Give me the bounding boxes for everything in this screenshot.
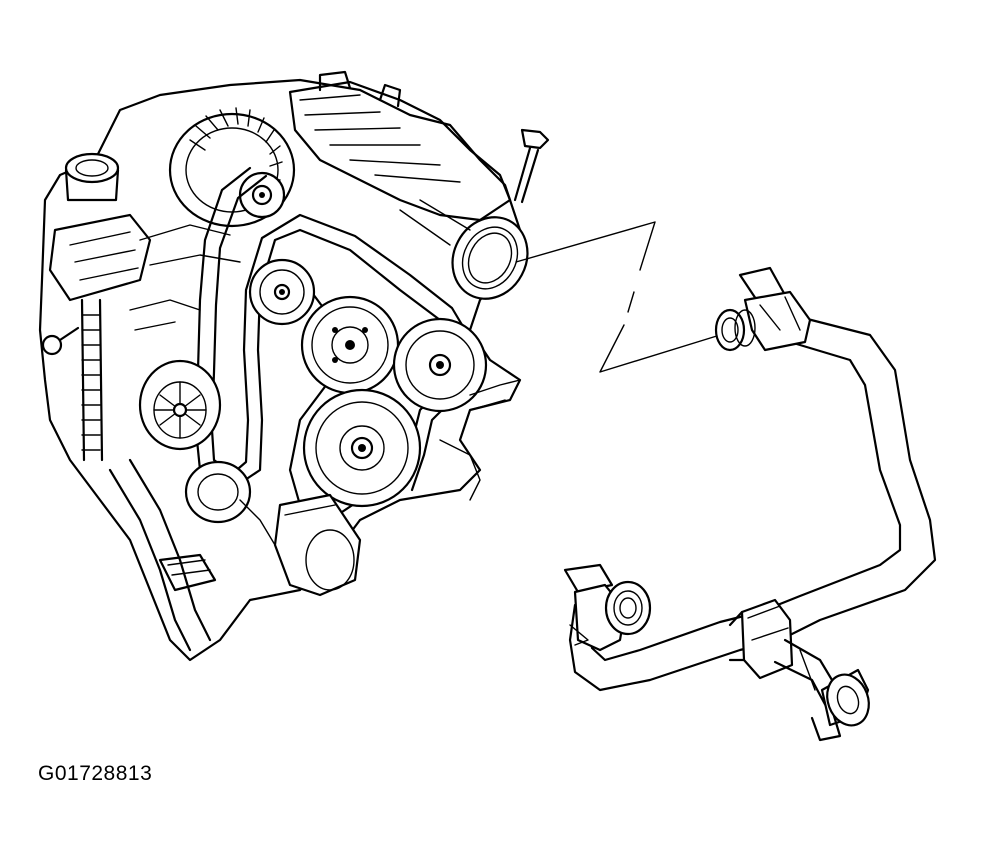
hose-tube-inner — [588, 340, 902, 662]
hose-tube-outer — [568, 310, 937, 692]
leader-line-bottom — [599, 324, 721, 373]
leader-line-top — [515, 221, 656, 271]
engine-assembly — [38, 70, 550, 662]
reservoir-cap — [64, 152, 120, 184]
oil-filter — [273, 493, 362, 597]
leader-line-dash — [627, 291, 635, 313]
crankshaft-pulley — [184, 460, 252, 524]
lift-eye — [41, 334, 63, 356]
callout-leader — [515, 221, 721, 373]
intake-manifold — [288, 80, 512, 222]
engine-bracket-left — [48, 213, 152, 302]
figure-id-label: G01728813 — [38, 762, 153, 785]
coolant-hose-assembly — [563, 266, 937, 742]
throttle-body-ring — [451, 216, 529, 300]
engine-chain — [80, 298, 104, 462]
engine-hose-left — [108, 468, 192, 652]
dipstick-handle — [520, 128, 550, 150]
hose-end-lower — [604, 580, 652, 636]
